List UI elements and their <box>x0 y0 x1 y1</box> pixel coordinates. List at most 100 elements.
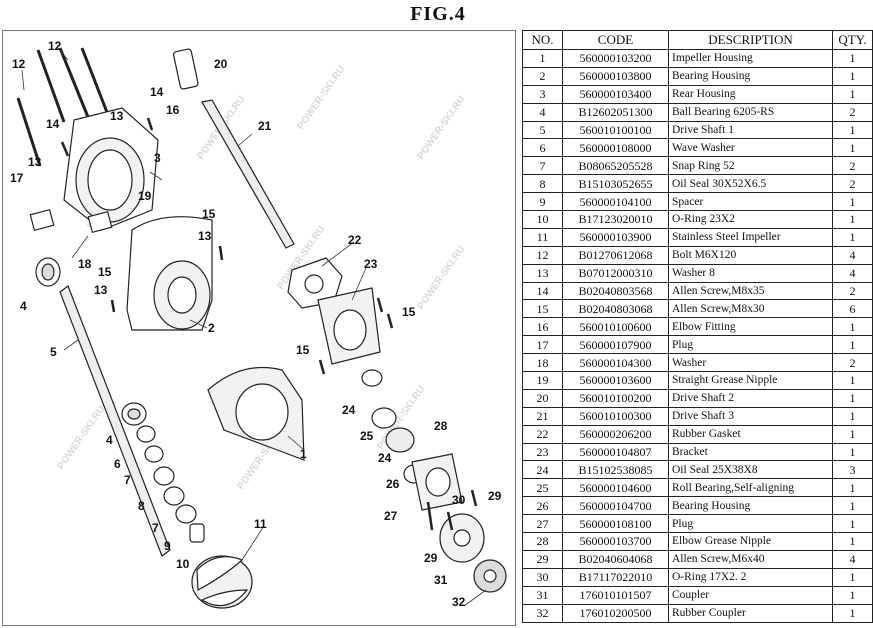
cell-qty: 1 <box>832 84 873 104</box>
cell-description: Rubber Gasket <box>668 424 833 444</box>
cell-no: 1 <box>522 49 563 68</box>
table-header-row: NO. CODE DESCRIPTION QTY. <box>522 30 873 50</box>
cell-no: 24 <box>522 460 563 480</box>
cell-code: B02040803068 <box>562 299 669 319</box>
cell-qty: 1 <box>832 371 873 390</box>
callout-label: 12 <box>48 39 62 53</box>
callout-label: 15 <box>202 207 216 221</box>
callout-label: 24 <box>378 451 392 465</box>
callout-label: 4 <box>20 299 27 313</box>
callout-label: 31 <box>434 573 448 587</box>
drive-shaft-3-part <box>201 99 295 249</box>
cell-code: 176010200500 <box>562 603 669 623</box>
cell-code: 560000103800 <box>562 66 669 86</box>
ball-bearing-part <box>121 402 147 426</box>
bearing-housing-part <box>126 216 213 331</box>
cell-code: B12602051300 <box>562 102 669 122</box>
callout-label: 6 <box>114 457 121 471</box>
cell-code: B17117022010 <box>562 567 669 587</box>
figure-title: FIG.4 <box>410 3 466 25</box>
cell-no: 5 <box>522 120 563 140</box>
cell-code: 560000104100 <box>562 192 669 212</box>
cell-qty: 1 <box>832 138 873 158</box>
callout-label: 13 <box>110 109 124 123</box>
cell-code: 560010100100 <box>562 120 669 140</box>
cell-description: Plug <box>668 335 833 355</box>
cell-qty: 4 <box>832 549 873 569</box>
washer-plate-part <box>29 208 113 234</box>
cell-description: Elbow Fitting <box>668 317 833 337</box>
cell-description: Rear Housing <box>668 84 833 104</box>
cell-code: 560000103700 <box>562 532 669 551</box>
cell-code: 560000104300 <box>562 353 669 373</box>
cell-description: Bolt M6X120 <box>668 245 833 265</box>
cell-qty: 1 <box>832 406 873 426</box>
cell-qty: 4 <box>832 263 873 283</box>
cell-code: 560000104600 <box>562 478 669 498</box>
cell-no: 23 <box>522 442 563 462</box>
cell-code: 560010100600 <box>562 317 669 337</box>
callout-label: 9 <box>164 539 171 553</box>
cell-no: 21 <box>522 406 563 426</box>
callout-label: 21 <box>258 119 272 133</box>
cell-qty: 2 <box>832 156 873 176</box>
callout-label: 29 <box>488 489 502 503</box>
drive-shaft-1-part <box>59 285 171 557</box>
cell-no: 25 <box>522 478 563 498</box>
watermark-text: POWER-SKI.RU <box>415 94 467 162</box>
cell-code: B08065205528 <box>562 156 669 176</box>
watermark-text: POWER-SKI.RU <box>55 404 107 472</box>
cell-code: B07012000310 <box>562 263 669 283</box>
rubber-gasket-part <box>287 257 343 309</box>
cell-no: 16 <box>522 317 563 337</box>
callout-label: 15 <box>98 265 112 279</box>
cell-description: Rubber Coupler <box>668 603 833 623</box>
cell-no: 11 <box>522 227 563 247</box>
header-description: DESCRIPTION <box>668 30 833 50</box>
cell-code: 560010100200 <box>562 388 669 408</box>
cell-description: Spacer <box>668 192 833 212</box>
cell-no: 30 <box>522 567 563 587</box>
callout-label: 7 <box>124 473 131 487</box>
cell-code: 560000206200 <box>562 424 669 444</box>
cell-description: Wave Washer <box>668 138 833 158</box>
callout-label: 19 <box>138 189 152 203</box>
cell-description: Roll Bearing,Self-aligning <box>668 478 833 498</box>
cell-code: B17123020010 <box>562 210 669 229</box>
callout-label: 18 <box>78 257 92 271</box>
cell-qty: 1 <box>832 585 873 605</box>
cell-qty: 1 <box>832 442 873 462</box>
cell-qty: 1 <box>832 567 873 587</box>
cell-code: 560000103600 <box>562 371 669 390</box>
cell-qty: 1 <box>832 120 873 140</box>
cell-description: O-Ring 23X2 <box>668 210 833 229</box>
rear-housing-part <box>63 107 159 231</box>
cell-no: 4 <box>522 102 563 122</box>
cell-qty: 1 <box>832 66 873 86</box>
callout-label: 28 <box>434 419 448 433</box>
cell-description: Coupler <box>668 585 833 605</box>
coupler-part <box>439 513 485 563</box>
cell-description: Allen Screw,M8x35 <box>668 281 833 301</box>
watermark-text: POWER-SKI.RU <box>295 64 347 132</box>
callout-label: 15 <box>296 343 310 357</box>
cell-no: 31 <box>522 585 563 605</box>
cell-code: 560010100300 <box>562 406 669 426</box>
cell-description: Drive Shaft 2 <box>668 388 833 408</box>
cell-no: 17 <box>522 335 563 355</box>
cell-no: 9 <box>522 192 563 212</box>
